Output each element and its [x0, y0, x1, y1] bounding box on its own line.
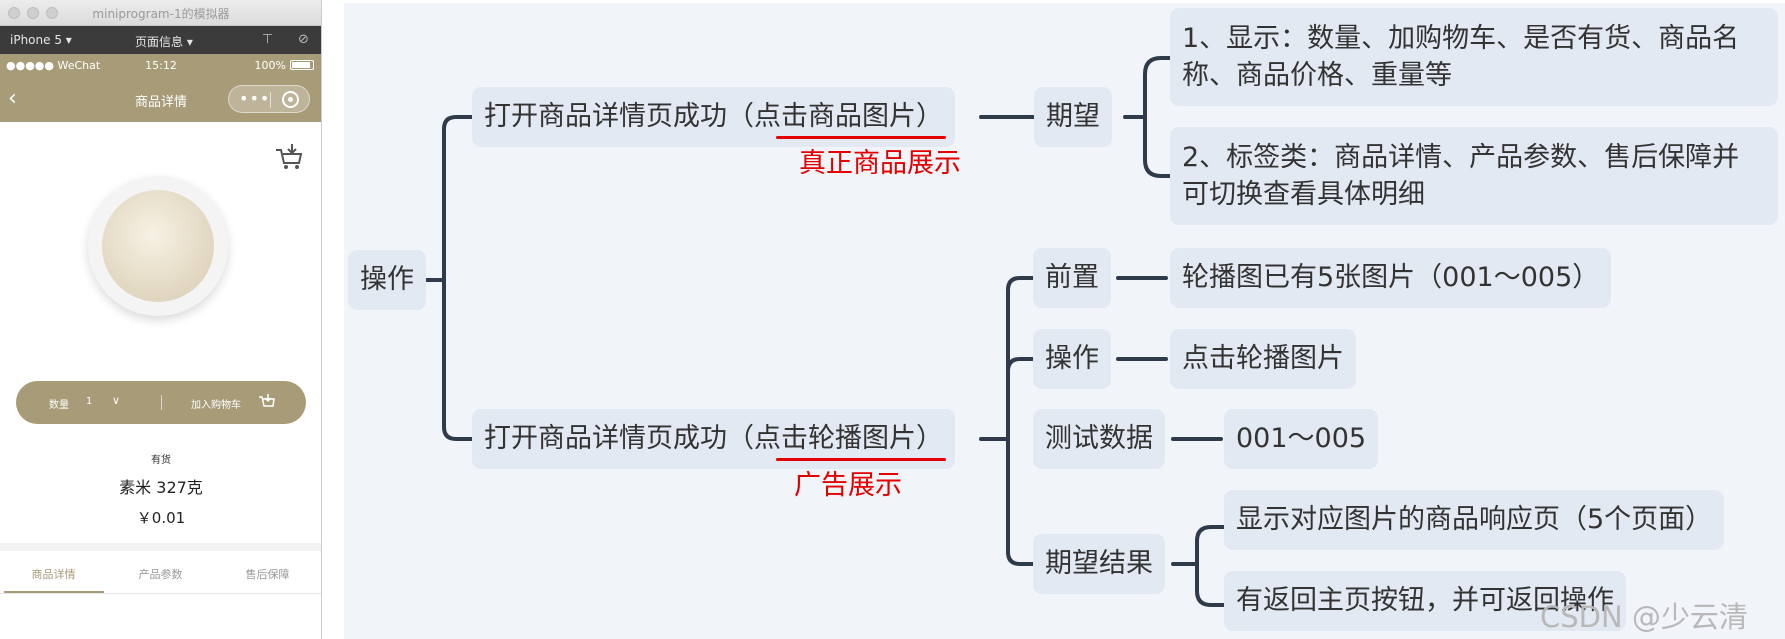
back-arrow-icon[interactable]: ‹: [8, 86, 17, 111]
node-precondition-value[interactable]: 轮播图已有5张图片（001～005）: [1170, 248, 1612, 308]
page-title: 商品详情: [134, 95, 187, 110]
cart-icon[interactable]: [274, 142, 304, 172]
section-divider: [0, 543, 321, 551]
more-menu-button[interactable]: •••: [239, 89, 271, 108]
carrier-label: ●●●●● WeChat: [6, 59, 101, 72]
product-price: ￥0.01: [136, 509, 186, 527]
node-result-response-pages[interactable]: 显示对应图片的商品响应页（5个页面）: [1224, 490, 1725, 550]
node-expect-tabs[interactable]: 2、标签类：商品详情、产品参数、售后保障并可切换查看具体明细: [1170, 127, 1778, 225]
window-title: miniprogram-1的模拟器: [92, 7, 230, 21]
maximize-window-button[interactable]: [46, 7, 58, 19]
quantity-label: 数量: [49, 400, 69, 411]
connector: [421, 115, 478, 441]
tab-product-params[interactable]: 产品参数: [138, 568, 183, 581]
phone-status-bar: ●●●●● WeChat 15:12 100%: [0, 54, 321, 76]
pin-icon[interactable]: ⊤: [262, 32, 274, 47]
node-expect-display[interactable]: 1、显示：数量、加购物车、是否有货、商品名称、商品价格、重量等: [1170, 8, 1778, 106]
chevron-down-icon[interactable]: ∨: [112, 394, 121, 407]
active-tab-indicator: [4, 591, 104, 593]
minimize-window-button[interactable]: [27, 7, 39, 19]
close-window-button[interactable]: [8, 7, 20, 19]
product-image[interactable]: [88, 176, 228, 316]
node-operation-value[interactable]: 点击轮播图片: [1170, 329, 1356, 389]
mute-icon[interactable]: ⊘: [298, 32, 309, 47]
buy-bar: 数量 1 ∨ 加入购物车: [16, 381, 306, 424]
add-cart-icon[interactable]: [258, 393, 276, 411]
product-name: 素米 327克: [119, 478, 203, 497]
close-miniprogram-button[interactable]: [282, 91, 299, 108]
annotation-underline: [776, 458, 946, 461]
watermark: CSDN @少云清: [1540, 600, 1748, 634]
battery-percent: 100%: [254, 59, 286, 72]
node-expected-result[interactable]: 期望结果: [1033, 534, 1165, 594]
connector-lines: [421, 56, 1230, 607]
page-info-select[interactable]: 页面信息 ▾: [135, 35, 193, 49]
menu-capsule: •••: [228, 85, 310, 113]
tab-bottom-border: [0, 593, 321, 594]
connector: [979, 276, 1038, 566]
wechat-simulator: miniprogram-1的模拟器 iPhone 5 ▾ 页面信息 ▾ ⊤ ⊘ …: [0, 0, 322, 639]
node-result-back-button[interactable]: 有返回主页按钮，并可返回操作: [1224, 571, 1626, 631]
connector: [979, 56, 1176, 178]
tab-after-sales[interactable]: 售后保障: [245, 568, 290, 581]
mind-map: 操作 打开商品详情页成功（点击商品图片） 真正商品展示 期望 1、显示：数量、加…: [344, 3, 1785, 639]
battery-icon: [290, 60, 314, 70]
node-expectation[interactable]: 期望: [1034, 87, 1112, 147]
window-titlebar: miniprogram-1的模拟器: [0, 0, 321, 26]
annotation-advertising: 广告展示: [794, 470, 902, 501]
add-to-cart-button[interactable]: 加入购物车: [191, 400, 241, 411]
buy-bar-divider: [161, 395, 162, 410]
quantity-value[interactable]: 1: [86, 396, 93, 407]
page-navbar: ‹ 商品详情 •••: [0, 76, 321, 122]
capsule-divider: [270, 92, 271, 108]
simulator-toolbar: iPhone 5 ▾ 页面信息 ▾ ⊤ ⊘: [0, 26, 321, 54]
rice-photo: [102, 190, 214, 302]
connector: [1116, 276, 1230, 607]
status-time: 15:12: [145, 59, 177, 72]
annotation-underline: [776, 136, 946, 139]
node-test-data-value[interactable]: 001～005: [1224, 409, 1379, 469]
node-operation[interactable]: 操作: [1033, 329, 1111, 389]
device-select[interactable]: iPhone 5 ▾: [10, 33, 72, 47]
stock-status: 有货: [151, 455, 171, 466]
tab-product-details[interactable]: 商品详情: [31, 568, 76, 581]
annotation-real-product: 真正商品展示: [799, 148, 961, 179]
node-test-data[interactable]: 测试数据: [1033, 409, 1165, 469]
node-root-operation[interactable]: 操作: [348, 250, 426, 310]
node-precondition[interactable]: 前置: [1033, 248, 1111, 308]
